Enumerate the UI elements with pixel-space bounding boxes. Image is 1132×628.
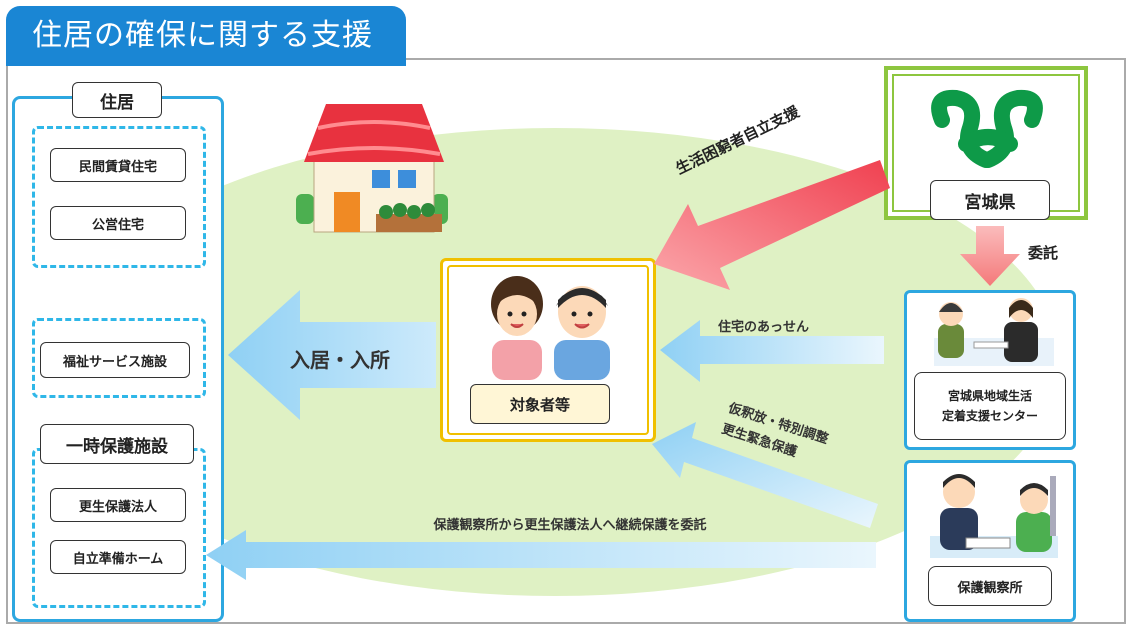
house-icon — [296, 104, 448, 233]
target-label: 対象者等 — [470, 384, 610, 424]
entrust-text: 委託 — [1028, 244, 1059, 262]
probation-office-label: 保護観察所 — [928, 566, 1052, 606]
continuous-protection-arrow — [206, 530, 876, 580]
self-reliance-home-label: 自立準備ホーム — [50, 540, 186, 574]
support-center-line1: 宮城県地域生活 — [947, 389, 1032, 403]
housing-group — [32, 126, 206, 268]
probation-officer-icon — [930, 474, 1058, 558]
support-center-line2: 定着支援センター — [941, 409, 1038, 423]
continuous-protection-text: 保護観察所から更生保護法人へ継続保護を委託 — [433, 518, 707, 533]
support-center-label: 宮城県地域生活 定着支援センター — [914, 372, 1066, 440]
prefecture-emblem-icon — [931, 89, 1043, 168]
housing-mediation-arrow — [660, 320, 884, 382]
prefecture-label: 宮城県 — [930, 180, 1050, 220]
move-in-arrow — [228, 290, 436, 420]
consultation-icon — [934, 298, 1054, 366]
housing-header: 住居 — [72, 82, 162, 118]
housing-mediation-text: 住宅のあっせん — [718, 320, 810, 335]
move-in-text: 入居・入所 — [290, 348, 390, 372]
page-title: 住居の確保に関する支援 — [6, 6, 406, 66]
public-housing-label: 公営住宅 — [50, 206, 186, 240]
parole-arrow — [652, 422, 878, 528]
temp-shelter-header: 一時保護施設 — [40, 424, 194, 464]
self-reliance-support-arrow — [654, 160, 890, 290]
rehab-corp-label: 更生保護法人 — [50, 488, 186, 522]
entrust-arrow — [960, 226, 1020, 286]
welfare-facility-label: 福祉サービス施設 — [40, 342, 190, 378]
temp-shelter-group — [32, 448, 206, 608]
people-icon — [491, 276, 610, 380]
welfare-group — [32, 318, 206, 398]
diagram-frame — [6, 58, 1126, 624]
private-rental-label: 民間賃貸住宅 — [50, 148, 186, 182]
target-box-inner — [447, 265, 649, 435]
